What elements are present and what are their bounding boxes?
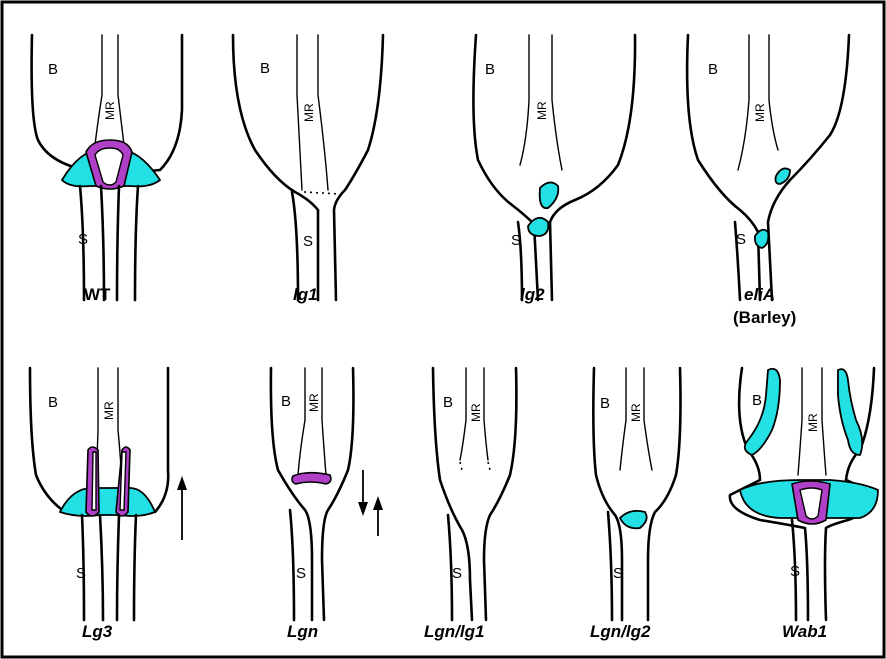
panel-lgn-lg1: B MR S Lgn/lg1 bbox=[424, 368, 516, 641]
panel-lg1: B MR S lg1 bbox=[233, 35, 383, 304]
blade-label: B bbox=[600, 395, 610, 412]
midrib-label: MR bbox=[806, 413, 820, 432]
caption-wab1: Wab1 bbox=[782, 622, 827, 641]
midrib-label: MR bbox=[103, 101, 117, 120]
sheath-label: S bbox=[736, 231, 746, 248]
panel-wab1: B MR S Wab1 bbox=[730, 368, 878, 641]
midrib-label: MR bbox=[307, 393, 321, 412]
blade-label: B bbox=[485, 61, 495, 78]
caption-lg1: lg1 bbox=[293, 285, 318, 304]
sheath-label: S bbox=[78, 231, 88, 248]
blade-label: B bbox=[752, 392, 762, 409]
sheath-label: S bbox=[511, 232, 521, 249]
caption-lg2: lg2 bbox=[520, 285, 545, 304]
midrib-label: MR bbox=[469, 403, 483, 422]
caption-lg3: Lg3 bbox=[82, 622, 113, 641]
blade-label: B bbox=[708, 61, 718, 78]
caption-lgn: Lgn bbox=[287, 622, 318, 641]
caption-lgn-lg1: Lgn/lg1 bbox=[424, 622, 484, 641]
panel-lgn: B MR S Lgn bbox=[271, 368, 383, 641]
caption-wt: WT bbox=[84, 285, 111, 304]
panel-lg3: B MR S Lg3 bbox=[30, 368, 187, 641]
midrib-label: MR bbox=[629, 403, 643, 422]
sheath-label: S bbox=[303, 233, 313, 250]
panel-lg2: B MR S lg2 bbox=[473, 35, 635, 304]
sheath-label: S bbox=[76, 565, 86, 582]
blade-label: B bbox=[281, 393, 291, 410]
sheath-label: S bbox=[296, 565, 306, 582]
blade-label: B bbox=[48, 394, 58, 411]
midrib-label: MR bbox=[102, 401, 116, 420]
subcaption-elia: (Barley) bbox=[733, 308, 796, 327]
sheath-label: S bbox=[790, 563, 800, 580]
midrib-label: MR bbox=[302, 103, 316, 122]
caption-lgn-lg2: Lgn/lg2 bbox=[590, 622, 651, 641]
sheath-label: S bbox=[452, 565, 462, 582]
blade-label: B bbox=[443, 394, 453, 411]
blade-label: B bbox=[260, 60, 270, 77]
caption-elia: eliA bbox=[744, 285, 775, 304]
midrib-label: MR bbox=[535, 101, 549, 120]
midrib-label: MR bbox=[753, 103, 767, 122]
sheath-label: S bbox=[613, 565, 623, 582]
panel-elia: B MR S eliA (Barley) bbox=[687, 35, 849, 327]
panel-wt: B MR S WT bbox=[32, 35, 182, 304]
panel-lgn-lg2: B MR S Lgn/lg2 bbox=[590, 368, 681, 641]
blade-label: B bbox=[48, 61, 58, 78]
